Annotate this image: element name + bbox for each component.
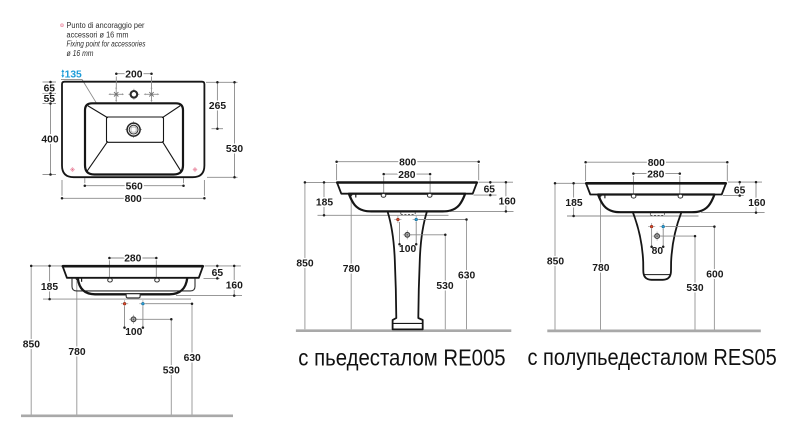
svg-text:185: 185 <box>41 282 58 293</box>
svg-text:780: 780 <box>592 263 609 274</box>
svg-text:100: 100 <box>399 244 416 255</box>
svg-text:135: 135 <box>65 69 82 80</box>
svg-text:65: 65 <box>734 186 746 197</box>
svg-text:185: 185 <box>565 198 582 209</box>
svg-text:630: 630 <box>184 353 201 364</box>
svg-text:400: 400 <box>41 135 58 146</box>
svg-text:185: 185 <box>316 198 333 209</box>
svg-text:80: 80 <box>652 246 664 257</box>
svg-text:65: 65 <box>212 268 224 279</box>
svg-text:ø 16 mm: ø 16 mm <box>67 49 94 58</box>
svg-text:530: 530 <box>686 283 703 294</box>
svg-text:630: 630 <box>458 270 475 281</box>
svg-text:100: 100 <box>125 327 142 338</box>
svg-text:780: 780 <box>343 264 360 275</box>
svg-text:с полупьедесталом RES05: с полупьедесталом RES05 <box>528 344 777 370</box>
svg-text:160: 160 <box>748 198 765 209</box>
svg-text:850: 850 <box>296 259 313 270</box>
svg-text:55: 55 <box>44 94 56 105</box>
svg-text:280: 280 <box>398 170 415 181</box>
svg-text:280: 280 <box>647 169 664 180</box>
svg-text:265: 265 <box>209 101 226 112</box>
svg-text:160: 160 <box>226 280 243 291</box>
svg-text:65: 65 <box>484 185 496 196</box>
svg-text:530: 530 <box>163 365 180 376</box>
svg-text:Fixing point for accessories: Fixing point for accessories <box>67 40 146 49</box>
svg-text:600: 600 <box>706 269 723 280</box>
svg-text:800: 800 <box>125 194 142 205</box>
svg-text:530: 530 <box>436 281 453 292</box>
svg-text:800: 800 <box>648 158 665 169</box>
svg-text:с пьедесталом RE005: с пьедесталом RE005 <box>298 345 505 371</box>
svg-text:780: 780 <box>68 347 85 358</box>
svg-text:850: 850 <box>547 257 564 268</box>
svg-text:800: 800 <box>399 157 416 168</box>
svg-text:850: 850 <box>23 340 40 351</box>
svg-text:65: 65 <box>44 83 56 94</box>
svg-text:280: 280 <box>124 254 141 265</box>
svg-text:accessori ø 16 mm: accessori ø 16 mm <box>67 30 129 39</box>
svg-text:160: 160 <box>499 197 516 208</box>
svg-text:560: 560 <box>126 181 143 192</box>
svg-text:200: 200 <box>125 69 142 80</box>
svg-text:Punto di ancoraggio per: Punto di ancoraggio per <box>67 21 145 30</box>
svg-text:530: 530 <box>226 144 243 155</box>
